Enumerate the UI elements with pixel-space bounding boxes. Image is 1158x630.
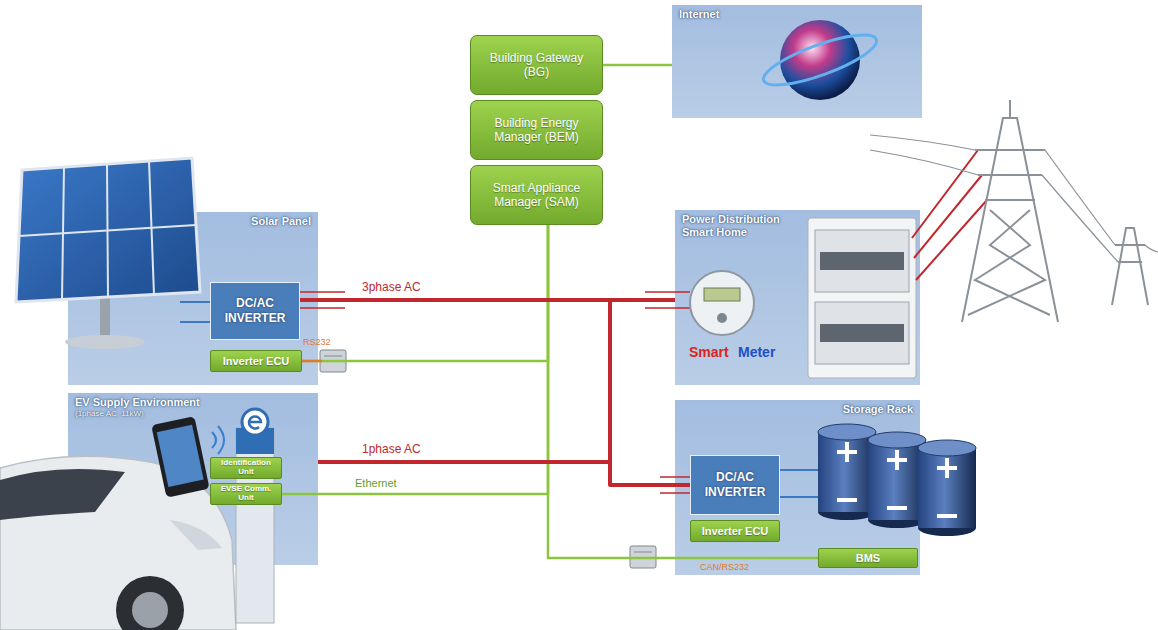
- panel-ground: [672, 5, 922, 118]
- box-label: Building Energy Manager (BEM): [479, 116, 594, 145]
- panel: Internet: [672, 5, 922, 118]
- globe-icon: [758, 20, 881, 100]
- connector: [318, 300, 675, 462]
- panel-title: EV Supply Environment: [75, 396, 311, 409]
- unit-box: Identification Unit: [210, 457, 282, 479]
- box-label: Inverter ECU: [702, 525, 769, 537]
- box-label: Identification Unit: [214, 459, 278, 477]
- panel: EV Supply Environment(1phase AC, 11kW) Id…: [68, 393, 318, 565]
- box-label: Inverter ECU: [223, 355, 290, 367]
- panel-subtitle: (1phase AC, 11kW): [75, 409, 311, 419]
- battery-picture: [780, 424, 976, 536]
- panel: Solar PanelDC/AC INVERTER Inverter ECU: [68, 212, 318, 385]
- pylon-picture: [870, 100, 1158, 322]
- cabinet-picture: [808, 218, 916, 378]
- connector: [548, 225, 818, 558]
- unit-box: Inverter ECU: [210, 350, 302, 372]
- connector: [610, 300, 690, 485]
- connector: [282, 225, 548, 494]
- solar-panel-picture: [16, 158, 200, 349]
- grid-wires: [912, 150, 987, 280]
- panel: Storage RackDC/AC INVERTER Inverter ECU BM…: [675, 400, 920, 575]
- panel-title: Storage Rack: [682, 403, 913, 416]
- wire-label: RS232: [303, 337, 331, 347]
- meter-label: Meter: [738, 344, 775, 360]
- connector-line: [318, 300, 675, 462]
- connector-line: [282, 225, 548, 494]
- panel-title: Solar Panel: [75, 215, 311, 228]
- box-label: EVSE Comm. Unit: [214, 485, 278, 503]
- unit-box: Inverter ECU: [690, 520, 780, 542]
- wire-label: CAN/RS232: [700, 562, 749, 572]
- connector-line: [603, 64, 672, 67]
- meter-label: Smart: [689, 344, 729, 360]
- box-label: BMS: [856, 552, 880, 564]
- serial-segment: [302, 360, 322, 363]
- manager-box: Building Gateway (BG): [470, 35, 603, 95]
- phase-wires: [300, 292, 690, 493]
- charging-pole: [236, 409, 274, 623]
- panel-title: Internet: [679, 8, 915, 21]
- box-label: Smart Appliance Manager (SAM): [479, 181, 594, 210]
- manager-box: Building Energy Manager (BEM): [470, 100, 603, 160]
- inverter-box: DC/AC INVERTER: [210, 282, 300, 340]
- unit-box: EVSE Comm. Unit: [210, 483, 282, 505]
- connector-line: [302, 225, 548, 361]
- manager-box: Smart Appliance Manager (SAM): [470, 165, 603, 225]
- meter-picture: [690, 271, 754, 335]
- connector-line: [548, 225, 818, 558]
- box-label: DC/AC INVERTER: [215, 296, 295, 326]
- box-label: Building Gateway (BG): [479, 51, 594, 80]
- box-label: DC/AC INVERTER: [695, 470, 775, 500]
- converter-icon: [320, 350, 656, 568]
- wire-label: 1phase AC: [362, 443, 421, 457]
- wire-label: Ethernet: [355, 477, 397, 490]
- inverter-box: DC/AC INVERTER: [690, 455, 780, 515]
- unit-box: BMS: [818, 548, 918, 568]
- dc-wire: [180, 301, 210, 303]
- connector-line: [610, 300, 690, 485]
- panel-ground: [675, 210, 920, 385]
- connector: [603, 65, 672, 66]
- wire-label: 3phase AC: [362, 281, 421, 295]
- connector: [302, 225, 548, 361]
- dc-wire: [180, 321, 210, 323]
- panel-title: Power Distribution Smart Home: [682, 213, 812, 239]
